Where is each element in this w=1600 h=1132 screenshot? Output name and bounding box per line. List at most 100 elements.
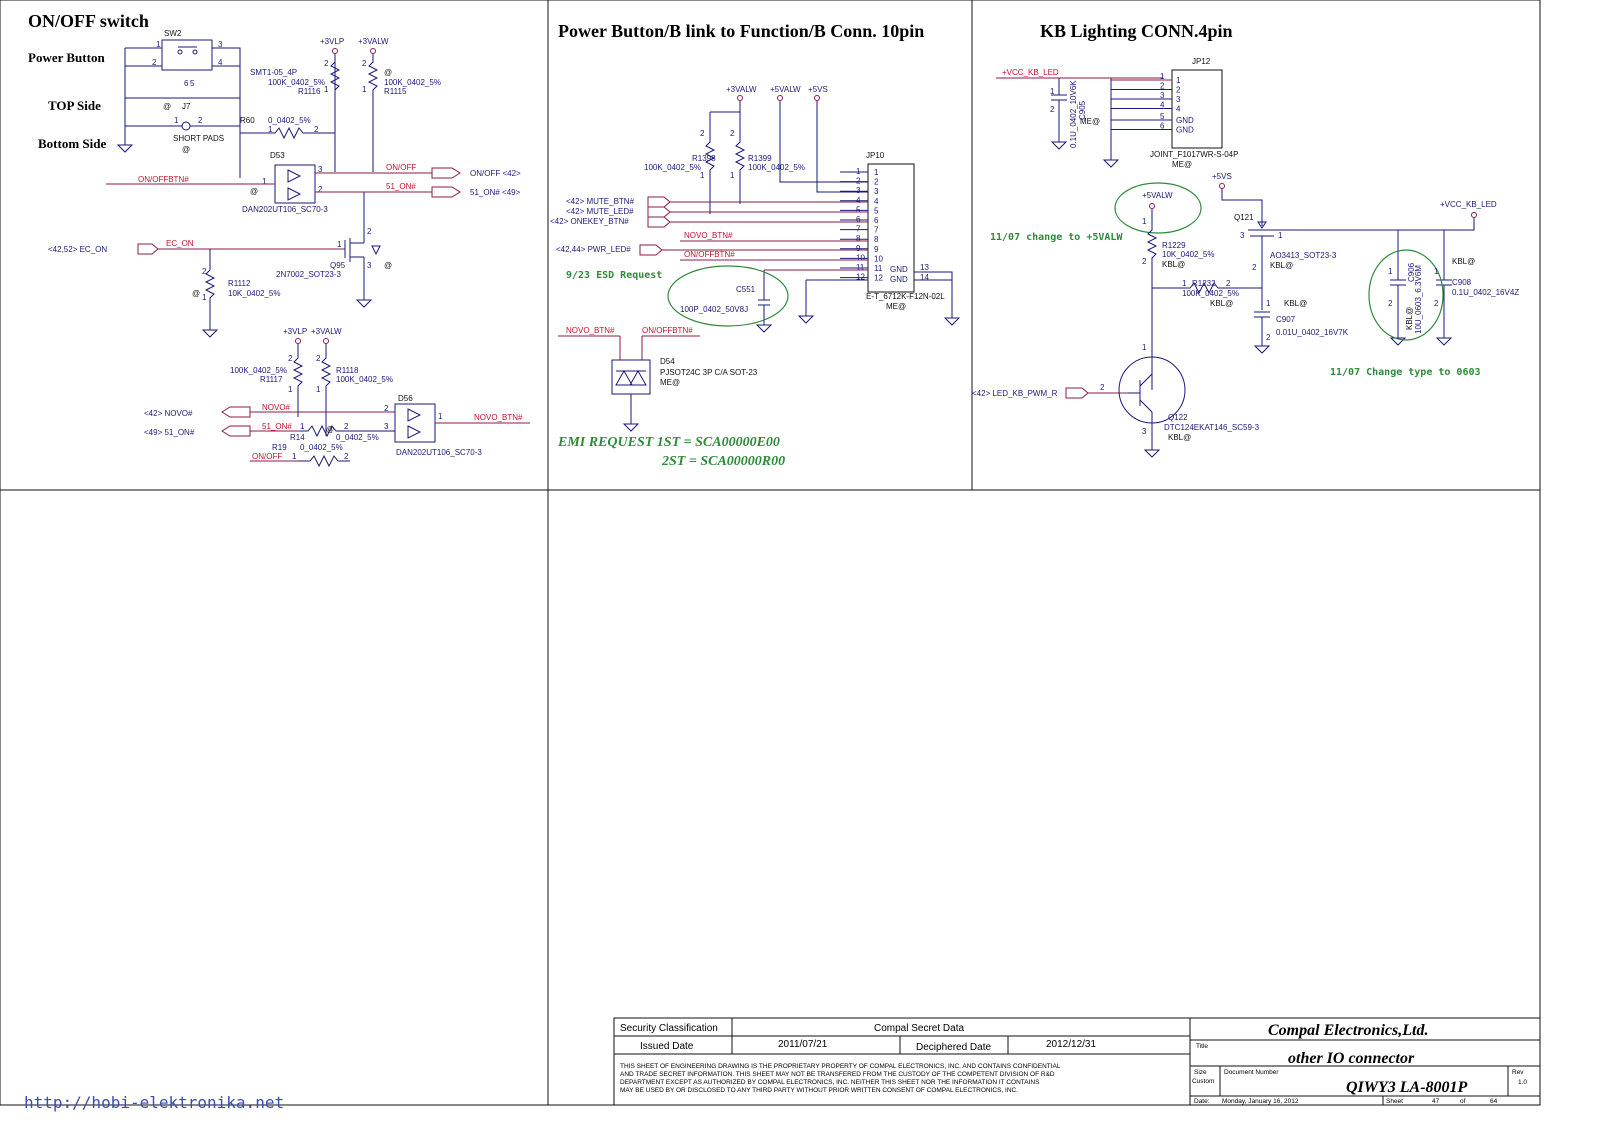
svg-text:1: 1 bbox=[337, 240, 342, 249]
svg-text:1: 1 bbox=[174, 116, 179, 125]
svg-text:2: 2 bbox=[367, 227, 372, 236]
r14-ref: R14 bbox=[290, 433, 305, 442]
c906-ref: C906 bbox=[1407, 262, 1416, 282]
change-note-2: 11/07 Change type to 0603 bbox=[1330, 367, 1481, 378]
svg-text:2: 2 bbox=[1142, 257, 1147, 266]
d56-ref: D56 bbox=[398, 394, 413, 403]
r1115-ref: R1115 bbox=[384, 87, 407, 96]
j7-ref: J7 bbox=[182, 102, 191, 111]
c906-kbl: KBL@ bbox=[1405, 307, 1414, 330]
vcc-kb-led-out: +VCC_KB_LED bbox=[1440, 200, 1497, 209]
jp12-pin-number: 5 bbox=[1160, 112, 1165, 121]
c551-value: 100P_0402_50V8J bbox=[680, 305, 748, 314]
r1112-at: @ bbox=[192, 289, 200, 298]
label-power-button: Power Button bbox=[28, 50, 105, 65]
jp10-pin-label: 11 bbox=[874, 264, 883, 273]
jp10-me: ME@ bbox=[886, 302, 906, 311]
svg-text:2: 2 bbox=[1050, 105, 1055, 114]
c907-kbl: KBL@ bbox=[1284, 299, 1307, 308]
svg-text:3: 3 bbox=[318, 165, 323, 174]
tb-sec-class: Security Classification bbox=[620, 1023, 718, 1034]
emi-1st: EMI REQUEST 1ST = SCA00000E00 bbox=[557, 435, 780, 450]
q121-kbl: KBL@ bbox=[1270, 261, 1293, 270]
j7-label: SHORT PADS bbox=[173, 134, 224, 143]
r1229-value: 10K_0402_5% bbox=[1162, 250, 1215, 259]
q95-ref: Q95 bbox=[330, 261, 346, 270]
svg-text:2: 2 bbox=[152, 58, 157, 67]
r1112-value: 10K_0402_5% bbox=[228, 289, 281, 298]
tb-rev: Rev bbox=[1512, 1069, 1524, 1076]
jp12-pin-number: 2 bbox=[1160, 82, 1165, 91]
jp12-pin-label: 4 bbox=[1176, 105, 1181, 114]
d54-part: PJSOT24C 3P C/A SOT-23 bbox=[660, 368, 758, 377]
svg-text:2: 2 bbox=[324, 59, 329, 68]
r1115-at: @ bbox=[384, 68, 392, 77]
tb-note1: THIS SHEET OF ENGINEERING DRAWING IS THE… bbox=[620, 1063, 1061, 1070]
svg-text:3: 3 bbox=[384, 422, 389, 431]
svg-text:1: 1 bbox=[730, 171, 735, 180]
watermark-url[interactable]: http://hobi-elektronika.net bbox=[24, 1093, 284, 1112]
c908-value: 0.1U_0402_16V4Z bbox=[1452, 288, 1519, 297]
jp10-pin-label: 12 bbox=[874, 274, 883, 283]
svg-text:1: 1 bbox=[288, 385, 293, 394]
jp10-pin-label: 2 bbox=[874, 178, 879, 187]
svg-text:2: 2 bbox=[314, 125, 319, 134]
svg-text:1: 1 bbox=[324, 85, 329, 94]
sw2-part: SMT1-05_4P bbox=[250, 68, 297, 77]
svg-text:3: 3 bbox=[218, 40, 223, 49]
svg-text:1: 1 bbox=[156, 40, 161, 49]
d54-ref: D54 bbox=[660, 357, 675, 366]
svg-text:1: 1 bbox=[1266, 299, 1271, 308]
svg-text:2: 2 bbox=[1388, 299, 1393, 308]
kb-lighting-circuit: +VCC_KB_LED 0.1U_0402_10V6K C905 ME@ 12 … bbox=[972, 57, 1519, 458]
jp10-pin-label: 4 bbox=[874, 197, 879, 206]
on51-net: 51_ON# bbox=[386, 182, 416, 191]
svg-text:1: 1 bbox=[268, 125, 273, 134]
ec-on-net: EC_ON bbox=[166, 239, 194, 248]
r1229-kbl: KBL@ bbox=[1162, 260, 1185, 269]
tb-sheet-n: 47 bbox=[1432, 1098, 1440, 1105]
svg-text:1: 1 bbox=[1434, 267, 1439, 276]
svg-text:2: 2 bbox=[1434, 299, 1439, 308]
novo-btn-net2: NOVO_BTN# bbox=[684, 231, 733, 240]
tb-deciph-val: 2012/12/31 bbox=[1046, 1039, 1096, 1050]
mute-btn-port: <42> MUTE_BTN# bbox=[566, 197, 635, 206]
svg-text:2: 2 bbox=[1100, 383, 1105, 392]
onoff-net2: ON/OFF bbox=[252, 452, 282, 461]
c907-value: 0.01U_0402_16V7K bbox=[1276, 328, 1349, 337]
jp12-me: ME@ bbox=[1172, 160, 1192, 169]
vcc-kb-led: +VCC_KB_LED bbox=[1002, 68, 1059, 77]
novo-btn-net: NOVO_BTN# bbox=[474, 413, 523, 422]
svg-text:3: 3 bbox=[1240, 231, 1245, 240]
s2-5valw: +5VALW bbox=[770, 85, 801, 94]
q122-part: DTC124EKAT146_SC59-3 bbox=[1164, 423, 1260, 432]
jp12-part: JOINT_F1017WR-S-04P bbox=[1150, 150, 1238, 159]
esd-note: 9/23 ESD Request bbox=[566, 270, 662, 281]
jp10-pin-label: 8 bbox=[874, 235, 879, 244]
sw2-at: @ bbox=[163, 102, 171, 111]
tb-note2: AND TRADE SECRET INFORMATION. THIS SHEET… bbox=[620, 1071, 1055, 1078]
svg-text:3: 3 bbox=[367, 261, 372, 270]
tb-issued-val: 2011/07/21 bbox=[778, 1039, 828, 1050]
novo-net3: NOVO_BTN# bbox=[566, 326, 615, 335]
vlp2-label: +3VLP bbox=[283, 327, 307, 336]
jp12-pin-number: 3 bbox=[1160, 91, 1165, 100]
r1112-ref: R1112 bbox=[228, 279, 251, 288]
svg-text:1: 1 bbox=[362, 85, 367, 94]
svg-text:1: 1 bbox=[1142, 217, 1147, 226]
r1116-ref: R1116 bbox=[298, 87, 321, 96]
svg-text:2: 2 bbox=[316, 354, 321, 363]
jp10-pin-label: 10 bbox=[874, 254, 883, 263]
svg-text:6: 6 bbox=[184, 79, 189, 88]
jp10-pin-label: 7 bbox=[874, 226, 879, 235]
jp12-pin-label: GND bbox=[1176, 126, 1194, 135]
tb-doc: QIWY3 LA-8001P bbox=[1346, 1079, 1468, 1096]
svg-text:1: 1 bbox=[1182, 279, 1187, 288]
jp12-pin-label: 1 bbox=[1176, 76, 1181, 85]
valw2-label: +3VALW bbox=[311, 327, 342, 336]
svg-text:1: 1 bbox=[1278, 231, 1283, 240]
r1115-value: 100K_0402_5% bbox=[384, 78, 441, 87]
jp10-pin-label: 9 bbox=[874, 245, 879, 254]
